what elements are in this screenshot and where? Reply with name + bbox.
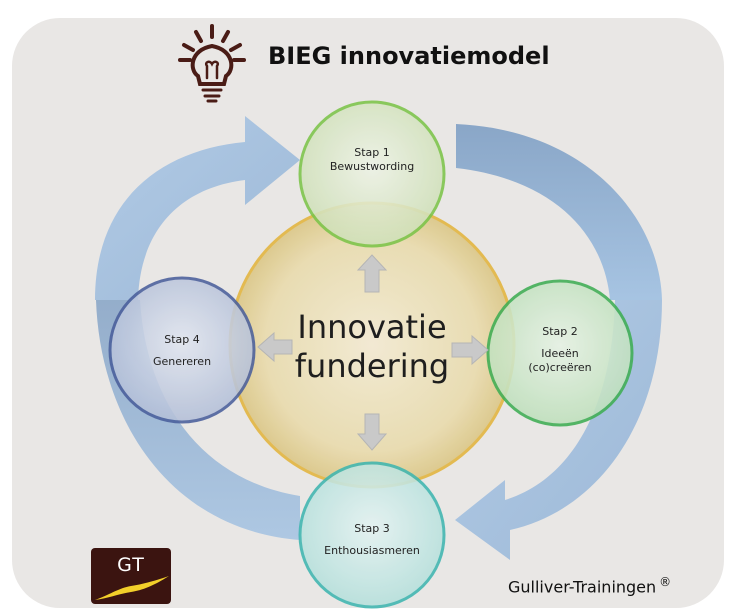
step-4-num: Stap 4: [164, 333, 200, 346]
gt-logo: GT: [91, 548, 171, 604]
step-4-label: Stap 4 Genereren: [132, 333, 232, 369]
step-circle-4: [108, 276, 256, 424]
center-label: Innovatie fundering: [262, 308, 482, 386]
inner-arrow-left: [257, 331, 293, 363]
registered-mark: ®: [659, 575, 672, 589]
gt-logo-text: GT: [117, 554, 145, 576]
cycle-arrow-left-top: [95, 116, 300, 300]
inner-arrows: [257, 254, 489, 451]
step-2-num: Stap 2: [542, 325, 578, 338]
center-label-line2: fundering: [294, 347, 450, 385]
gt-swoosh-icon: [95, 576, 169, 600]
center-label-line1: Innovatie: [297, 308, 447, 346]
step-1-label: Stap 1 Bewustwording: [322, 146, 422, 174]
step-circle-2: [486, 279, 634, 427]
step-3-label: Stap 3 Enthousiasmeren: [322, 522, 422, 558]
inner-arrow-down: [356, 413, 388, 451]
step-1-text: Bewustwording: [329, 160, 415, 173]
step-3-text: Enthousiasmeren: [324, 544, 420, 557]
inner-arrow-up: [356, 254, 388, 293]
brand-name: Gulliver-Trainingen: [508, 577, 657, 597]
lightbulb-icon: [178, 24, 246, 103]
step-4-text: Genereren: [152, 355, 212, 368]
cycle-arrow-right-top: [456, 124, 662, 300]
brand-footer: Gulliver-Trainingen®: [508, 575, 671, 596]
inner-arrow-right: [451, 334, 489, 366]
step-circle-1: [298, 100, 446, 248]
step-circle-3: [298, 461, 446, 609]
step-2-text: Ideeën (co)creëren: [528, 347, 592, 374]
step-3-num: Stap 3: [354, 522, 390, 535]
diagram-title: BIEG innovatiemodel: [268, 42, 550, 70]
step-1-num: Stap 1: [354, 146, 390, 159]
step-2-label: Stap 2 Ideeën (co)creëren: [510, 325, 610, 375]
